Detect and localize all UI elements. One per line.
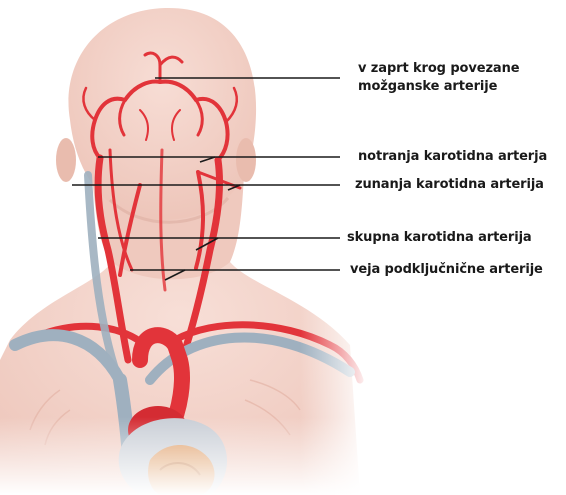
label-cerebral-line-2: možganske arterije [358,78,519,96]
fade-right [300,250,370,495]
label-cerebral-line-1: v zaprt krog povezane [358,60,519,78]
label-cerebral-arteries: v zaprt krog povezane možganske arterije [358,60,519,96]
label-internal-carotid: notranja karotidna arterja [358,148,547,166]
label-subclavian-branch: veja podključnične arterije [350,261,543,279]
label-external-carotid: zunanja karotidna arterija [355,176,544,194]
label-common-carotid: skupna karotidna arterija [347,229,532,247]
right-ear-shape [236,138,256,182]
fade-bottom [0,300,566,495]
left-ear-shape [56,138,76,182]
